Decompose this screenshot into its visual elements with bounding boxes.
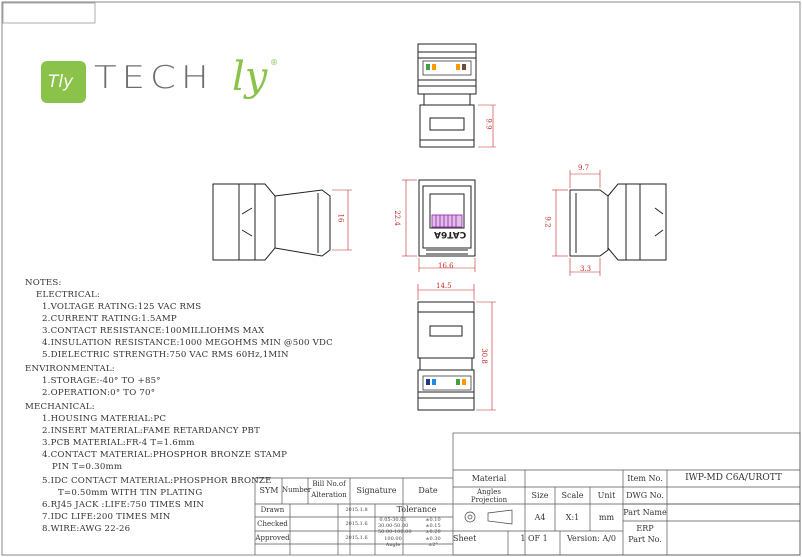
wire-color-brown xyxy=(462,64,466,70)
item-no-label: Item No. xyxy=(627,474,663,483)
dim-front-width: 16.6 xyxy=(438,262,454,270)
projection-label: Projection xyxy=(470,496,508,504)
notes-line: ENVIRONMENTAL: xyxy=(25,364,115,374)
unit-label: Unit xyxy=(597,491,616,500)
notes-line: 3.CONTACT RESISTANCE:100MILLIOHMS MAX xyxy=(42,326,265,336)
item-no-value: IWP-MD C6A/UROTT xyxy=(685,473,782,483)
dim-right-bottom: 3.3 xyxy=(580,265,592,273)
registered-mark: ® xyxy=(270,58,278,67)
part-name-label: Part Name xyxy=(623,508,667,517)
col-signature: Signature xyxy=(356,486,397,495)
notes-line: 7.IDC LIFE:200 TIMES MIN xyxy=(42,512,171,522)
scale-value: X:1 xyxy=(565,513,580,522)
dwg-no-label: DWG No. xyxy=(626,491,664,500)
wire-color-orange xyxy=(432,64,436,70)
wire-color-orange-3 xyxy=(462,379,466,385)
tolerance-title: Tolerance xyxy=(396,505,437,514)
notes-line: MECHANICAL: xyxy=(25,402,95,412)
logo-wordmark: TECH xyxy=(94,59,214,96)
size-value: A4 xyxy=(534,513,546,522)
tol-right: ±0.20 xyxy=(425,529,441,535)
notes-line: PIN T=0.30mm xyxy=(52,462,123,472)
dim-bottom-width: 14.5 xyxy=(436,282,452,290)
notes-line: 5.IDC CONTACT MATERIAL:PHOSPHOR BRONZE xyxy=(42,476,272,486)
checked-date: 2015.1.6 xyxy=(345,521,368,527)
dim-right-top: 9.7 xyxy=(578,164,590,172)
rj45-contacts xyxy=(431,214,463,228)
row-drawn: Drawn xyxy=(260,506,285,514)
wire-color-green xyxy=(426,64,430,70)
size-label: Size xyxy=(531,491,549,500)
notes-line: 1.STORAGE:-40° TO +85° xyxy=(42,376,161,386)
tol-right: ±0.10 xyxy=(425,517,441,523)
col-number: Number xyxy=(282,486,312,494)
notes-line: 3.PCB MATERIAL:FR-4 T=1.6mm xyxy=(42,438,195,448)
sheet-value: 1 OF 1 xyxy=(520,534,548,543)
row-checked: Checked xyxy=(257,520,288,528)
wire-color-orange-2 xyxy=(456,64,460,70)
sheet-label: Sheet xyxy=(453,534,477,543)
notes-line: 2.INSERT MATERIAL:FAME RETARDANCY PBT xyxy=(42,426,261,436)
col-sym: SYM xyxy=(259,486,279,495)
part-no-label: Part No. xyxy=(628,535,662,544)
material-label: Material xyxy=(471,474,507,483)
angles-label: Angles xyxy=(476,488,502,496)
scale-label: Scale xyxy=(561,491,584,500)
notes-line: 1.HOUSING MATERIAL:PC xyxy=(42,414,167,424)
notes-line: NOTES: xyxy=(25,278,62,288)
notes-line: 2.OPERATION:0° TO 70° xyxy=(42,388,156,398)
tol-left: 30.00-50.00 xyxy=(378,523,409,529)
wire-color-blue-2 xyxy=(432,379,436,385)
notes-line: ELECTRICAL: xyxy=(36,290,101,300)
drawn-date: 2015.1.8 xyxy=(345,507,368,513)
projection-symbol xyxy=(464,509,513,525)
tol-left: 100.00 xyxy=(384,536,402,542)
tol-left: 0.05-30.01 xyxy=(379,517,407,523)
col-alteration: Alteration xyxy=(311,491,347,499)
unit-value: mm xyxy=(598,513,615,522)
logo-badge: Tly xyxy=(41,61,86,103)
col-date: Date xyxy=(418,486,438,495)
erp-label: ERP xyxy=(636,524,654,533)
row-approved: Approved xyxy=(255,534,290,542)
wire-color-blue xyxy=(426,379,430,385)
notes-line: 8.WIRE:AWG 22-26 xyxy=(42,524,131,534)
notes-line: 5.DIELECTRIC STRENGTH:750 VAC RMS 60Hz,1… xyxy=(42,350,289,360)
notes-line: 2.CURRENT RATING:1.5AMP xyxy=(42,314,177,324)
notes-line: 4.CONTACT MATERIAL:PHOSPHOR BRONZE STAMP xyxy=(42,450,288,460)
approved-date: 2015.1.6 xyxy=(345,535,368,541)
tol-right: ±0.30 xyxy=(425,536,441,542)
wire-color-green-2 xyxy=(456,379,460,385)
notes-line: 6.RJ45 JACK :LIFE:750 TIMES MIN xyxy=(42,500,205,510)
tol-right: ±2° xyxy=(428,542,438,548)
notes-line: T=0.50mm WITH TIN PLATING xyxy=(58,488,203,498)
tol-left: 50.00-100.00 xyxy=(378,529,412,535)
logo-wordmark-script: ly xyxy=(232,54,268,100)
notes-line: 1.VOLTAGE RATING:125 VAC RMS xyxy=(42,302,202,312)
notes-line: 4.INSULATION RESISTANCE:1000 MEGOHMS MIN… xyxy=(42,338,333,348)
techly-logo: Tly TECH ly ® xyxy=(41,54,281,116)
col-bill-no: Bill No.of xyxy=(312,480,346,488)
tol-right: ±0.15 xyxy=(425,523,441,529)
version-label: Version: A/0 xyxy=(566,534,617,543)
tol-left: Angle xyxy=(385,542,401,548)
